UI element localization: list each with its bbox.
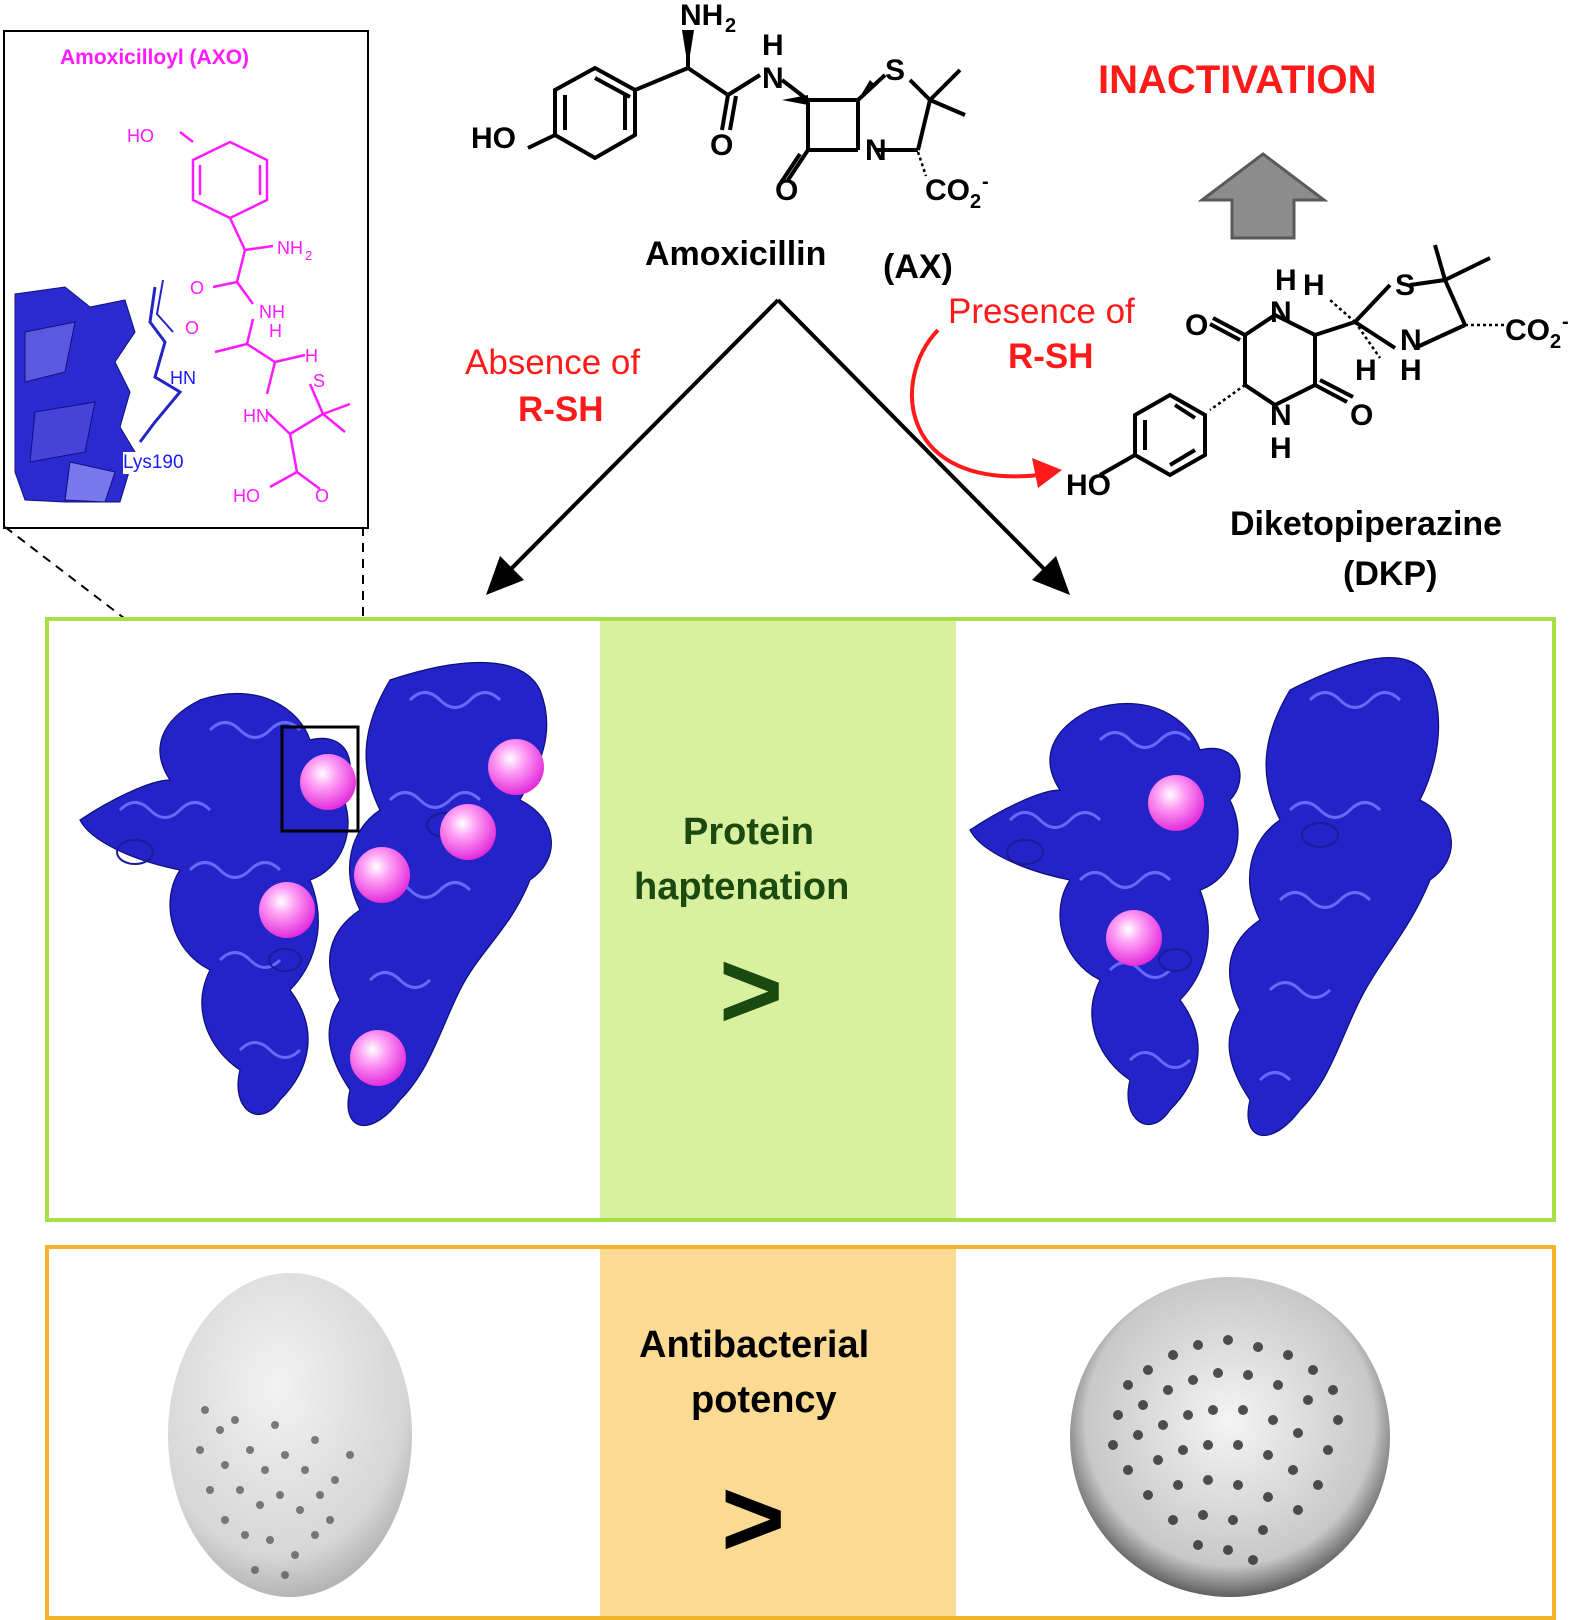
svg-text:H: H	[1275, 264, 1297, 297]
hapten-sphere	[354, 847, 410, 903]
lys190-sidechain	[138, 286, 183, 443]
inactivation-label: INACTIVATION	[1098, 58, 1377, 102]
svg-text:NH: NH	[277, 238, 303, 258]
svg-text:N: N	[1270, 399, 1292, 432]
svg-text:HO: HO	[471, 122, 516, 155]
svg-text:2: 2	[970, 191, 981, 213]
svg-text:2: 2	[1550, 331, 1561, 353]
presence-line2: R-SH	[1008, 337, 1094, 376]
presence-line1: Presence of	[948, 292, 1135, 331]
svg-text:CO: CO	[925, 174, 970, 207]
dkp-abbr: (DKP)	[1343, 555, 1438, 593]
up-arrow	[1198, 152, 1328, 240]
svg-text:H: H	[1355, 354, 1377, 387]
wedge-bond	[782, 95, 808, 105]
nh2-n: NH	[680, 0, 723, 32]
hapten-sphere	[440, 804, 496, 860]
protein-less-haptenated	[969, 657, 1452, 1137]
potency-label-2: potency	[691, 1379, 837, 1421]
svg-text:O: O	[1350, 399, 1373, 432]
svg-text:N: N	[1270, 296, 1292, 329]
svg-text:H: H	[269, 321, 282, 341]
haptenation-center-band	[600, 621, 956, 1218]
zoom-box	[280, 725, 360, 833]
svg-text:2: 2	[725, 15, 736, 37]
hapten-sphere	[1148, 775, 1204, 831]
svg-text:O: O	[710, 129, 733, 162]
svg-text:H: H	[762, 29, 784, 62]
protein-helix-fragment	[14, 286, 136, 503]
svg-text:-: -	[982, 171, 989, 193]
svg-text:O: O	[1185, 309, 1208, 342]
svg-text:NH: NH	[259, 302, 285, 322]
protein-haptenated	[79, 661, 552, 1127]
svg-text:S: S	[313, 371, 325, 391]
hapten-sphere	[300, 754, 356, 810]
svg-text:S: S	[885, 54, 905, 87]
amoxicillin-name: Amoxicillin	[645, 235, 827, 273]
svg-text:H: H	[1270, 432, 1292, 465]
svg-text:HO: HO	[1066, 469, 1111, 502]
svg-text:HO: HO	[233, 486, 260, 506]
svg-text:O: O	[190, 278, 204, 298]
svg-text:S: S	[1395, 269, 1415, 302]
svg-text:HN: HN	[243, 406, 269, 426]
svg-text:H: H	[305, 346, 318, 366]
svg-text:H: H	[1303, 269, 1325, 302]
absence-line1: Absence of	[465, 343, 641, 382]
svg-text:CO: CO	[1505, 314, 1550, 347]
hapten-sphere	[488, 739, 544, 795]
svg-text:O: O	[185, 318, 199, 338]
potency-greater-than: >	[721, 1457, 786, 1580]
dkp-name: Diketopiperazine	[1230, 505, 1503, 543]
axo-skeleton	[179, 131, 351, 491]
svg-text:2: 2	[305, 248, 312, 263]
svg-text:H: H	[1400, 354, 1422, 387]
inset-title: Amoxicilloyl (AXO)	[60, 46, 250, 69]
svg-text:O: O	[315, 486, 329, 506]
axo-inset: Amoxicilloyl (AXO)	[3, 30, 369, 529]
absence-line2: R-SH	[518, 390, 604, 429]
haptenation-label-2: haptenation	[634, 866, 850, 908]
amoxicillin-abbr: (AX)	[883, 248, 953, 286]
petri-dish-left	[168, 1273, 412, 1597]
svg-text:N: N	[1400, 324, 1422, 357]
petri-dish-right	[1070, 1277, 1390, 1597]
hapten-sphere	[1106, 910, 1162, 966]
inset-ho-label: HO	[127, 126, 154, 146]
haptenation-greater-than: >	[719, 929, 784, 1052]
hapten-sphere	[259, 882, 315, 938]
potency-label-1: Antibacterial	[639, 1324, 870, 1366]
potency-center-band	[600, 1249, 956, 1616]
svg-text:O: O	[775, 174, 798, 207]
svg-text:N: N	[865, 134, 887, 167]
branch-arrows	[486, 298, 1070, 595]
svg-text:N: N	[762, 62, 784, 95]
svg-text:HN: HN	[170, 368, 196, 388]
lys190-label: Lys190	[123, 452, 184, 474]
svg-text:-: -	[1562, 311, 1569, 333]
haptenation-label-1: Protein	[683, 811, 814, 853]
hapten-sphere	[350, 1030, 406, 1086]
